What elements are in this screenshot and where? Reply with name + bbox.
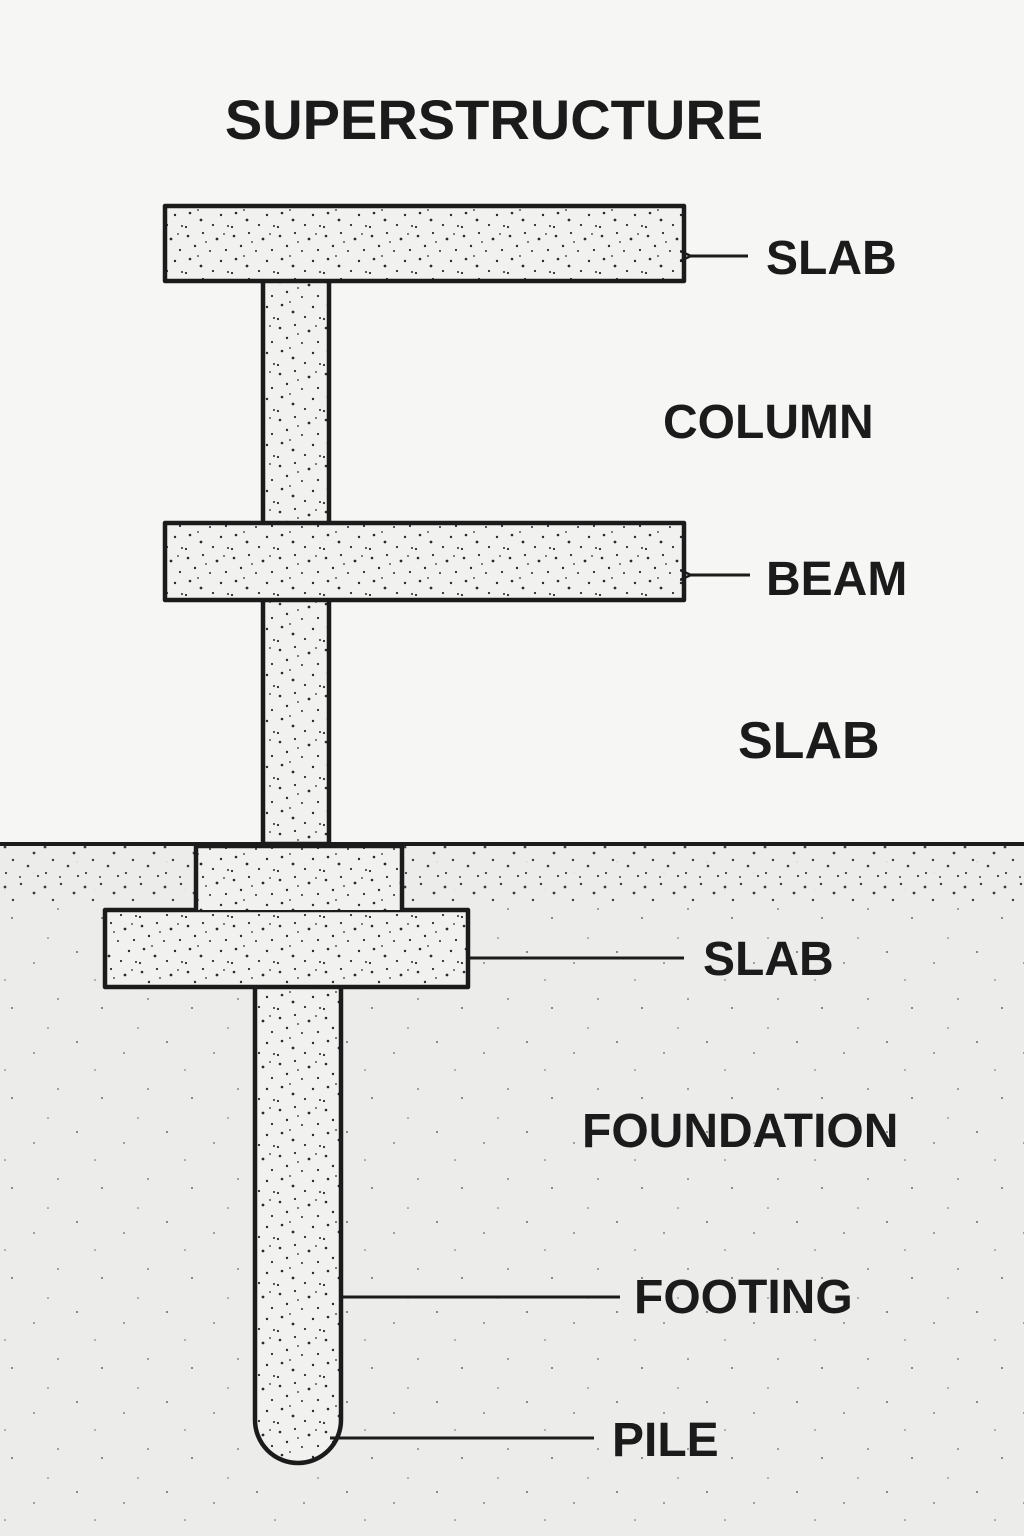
- sky-background: [0, 0, 1024, 845]
- column-label: COLUMN: [663, 396, 874, 449]
- footing-label: FOOTING: [634, 1271, 853, 1324]
- pile-label: PILE: [612, 1414, 719, 1467]
- slab-footing-label: SLAB: [703, 933, 834, 986]
- beam: [162, 520, 687, 603]
- superstructure-label: SUPERSTRUCTURE: [225, 88, 763, 151]
- pile-shaft: [252, 982, 344, 1466]
- beam-label: BEAM: [766, 553, 907, 606]
- column-upper: [260, 277, 332, 528]
- slab-top-label: SLAB: [766, 232, 897, 285]
- column-lower: [260, 595, 332, 847]
- foundation-label: FOUNDATION: [582, 1105, 898, 1158]
- top-slab: [162, 203, 687, 284]
- footing-pedestal: [193, 843, 405, 910]
- slab-middle-label: SLAB: [738, 712, 880, 770]
- footing-slab: [102, 907, 471, 990]
- ground-topsoil-band: [0, 845, 1024, 903]
